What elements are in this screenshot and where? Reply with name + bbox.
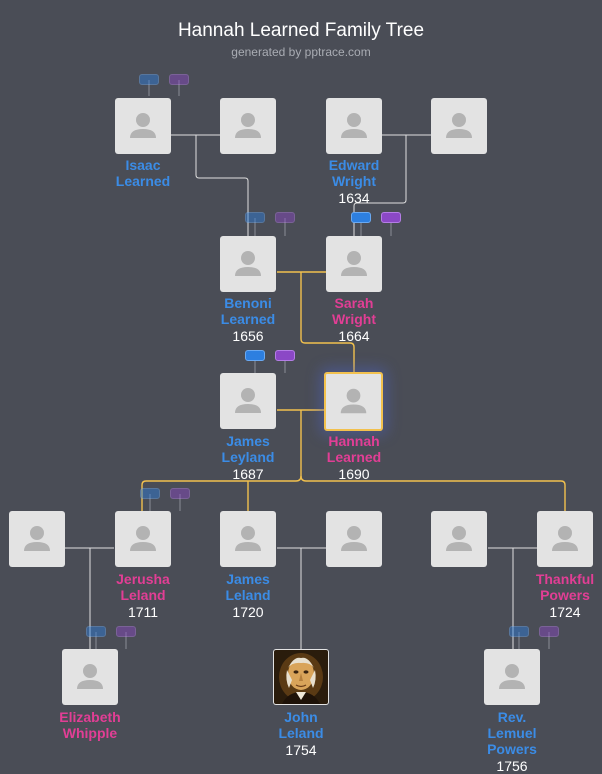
person-card-edward-wright[interactable] — [326, 98, 382, 154]
person-card-james-leyland[interactable] — [220, 373, 276, 429]
person-year: 1754 — [285, 742, 317, 758]
person-card-unknown[interactable] — [431, 98, 487, 154]
father-toggle-button[interactable] — [140, 488, 160, 499]
person-name: Sarah Wright — [331, 295, 377, 327]
mother-toggle-button[interactable] — [170, 488, 190, 499]
person-year: 1687 — [232, 466, 264, 482]
person-card-thankful-powers[interactable] — [537, 511, 593, 567]
person-card-unknown[interactable] — [9, 511, 65, 567]
person-card-sarah-wright[interactable] — [326, 236, 382, 292]
mother-toggle-button[interactable] — [116, 626, 136, 637]
person-name: Hannah Learned — [326, 433, 382, 465]
person-card-isaac-learned[interactable] — [115, 98, 171, 154]
page-title: Hannah Learned Family Tree — [177, 20, 425, 41]
person-card-james-leland[interactable] — [220, 511, 276, 567]
person-name: Rev. Lemuel Powers — [487, 709, 537, 757]
highlight-descent-line — [300, 272, 355, 373]
father-toggle-button[interactable] — [351, 212, 371, 223]
descent-line — [353, 135, 407, 236]
person-name: Isaac Learned — [115, 157, 171, 189]
person-card-unknown[interactable] — [220, 98, 276, 154]
mother-toggle-button[interactable] — [539, 626, 559, 637]
person-year: 1690 — [338, 466, 370, 482]
person-card-john-leland[interactable] — [273, 649, 329, 705]
descent-line — [195, 135, 249, 236]
mother-toggle-button[interactable] — [381, 212, 401, 223]
person-year: 1634 — [338, 190, 370, 206]
person-card-unknown[interactable] — [431, 511, 487, 567]
person-card-hannah-learned[interactable] — [324, 372, 383, 431]
person-year: 1656 — [232, 328, 264, 344]
father-toggle-button[interactable] — [245, 212, 265, 223]
person-card-unknown[interactable] — [326, 511, 382, 567]
person-card-lemuel-powers[interactable] — [484, 649, 540, 705]
john-leland-portrait — [274, 650, 328, 704]
person-year: 1664 — [338, 328, 370, 344]
father-toggle-button[interactable] — [509, 626, 529, 637]
person-name: Benoni Learned — [220, 295, 276, 327]
person-year: 1711 — [127, 604, 159, 620]
person-name: James Leyland — [221, 433, 275, 465]
person-card-benoni-learned[interactable] — [220, 236, 276, 292]
person-year: 1756 — [496, 758, 528, 774]
person-card-elizabeth-whipple[interactable] — [62, 649, 118, 705]
person-name: Jerusha Leland — [116, 571, 170, 603]
person-card-jerusha-leland[interactable] — [115, 511, 171, 567]
person-year: 1724 — [549, 604, 581, 620]
mother-toggle-button[interactable] — [275, 212, 295, 223]
person-name: Edward Wright — [328, 157, 380, 189]
person-name: James Leland — [225, 571, 271, 603]
person-name: John Leland — [278, 709, 324, 741]
page-subtitle: generated by pptrace.com — [231, 45, 371, 59]
highlight-descent-line — [300, 475, 566, 511]
person-name: Thankful Powers — [535, 571, 595, 603]
father-toggle-button[interactable] — [139, 74, 159, 85]
person-year: 1720 — [232, 604, 264, 620]
mother-toggle-button[interactable] — [169, 74, 189, 85]
person-name: Elizabeth Whipple — [59, 709, 121, 741]
father-toggle-button[interactable] — [86, 626, 106, 637]
father-toggle-button[interactable] — [245, 350, 265, 361]
mother-toggle-button[interactable] — [275, 350, 295, 361]
pill-stems — [95, 80, 550, 649]
